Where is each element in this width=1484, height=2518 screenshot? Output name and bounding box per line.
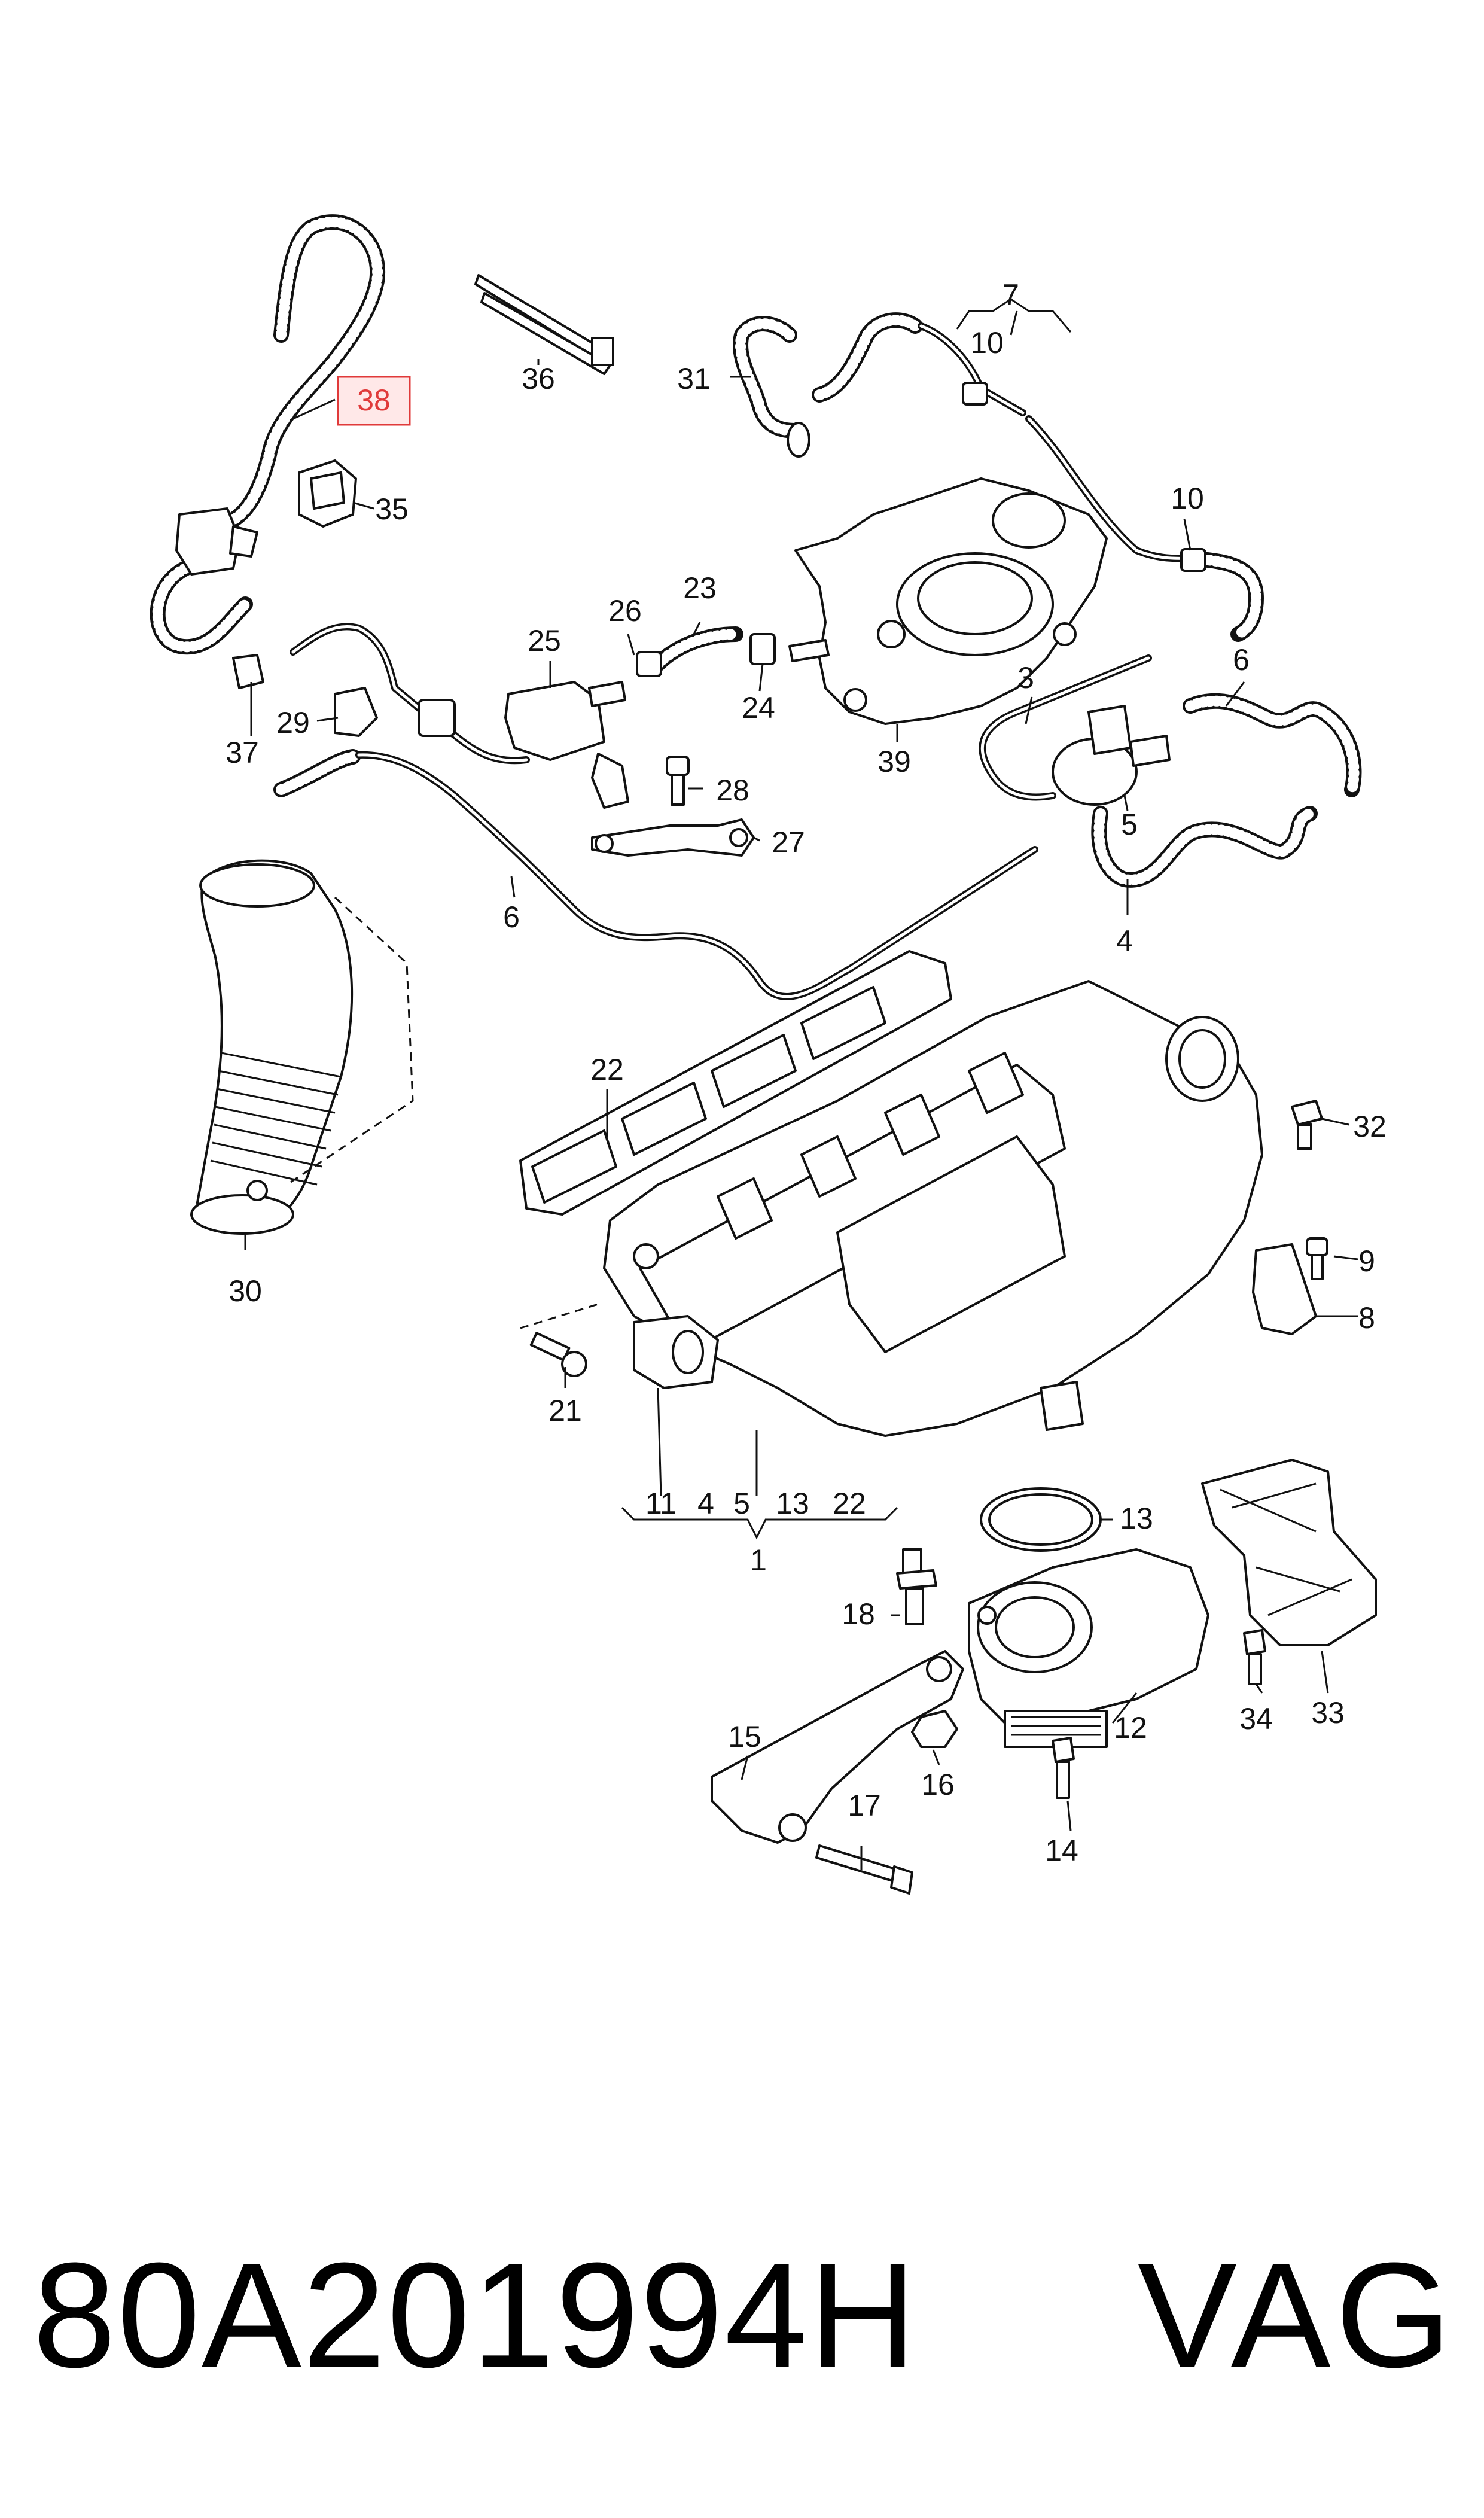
exploded-parts-diagram: 38 35 36 31 7 10 10 23 26 25 24 39 3 6 5… xyxy=(150,214,1387,1895)
callout-12: 12 xyxy=(1114,1711,1147,1744)
callout-10b: 10 xyxy=(1171,482,1204,515)
hose-38 xyxy=(150,214,386,655)
hose-6-right xyxy=(1091,693,1362,888)
callout-4: 4 xyxy=(1116,924,1133,958)
callout-36: 36 xyxy=(522,362,555,395)
valve-5 xyxy=(1052,705,1171,806)
bolt-34 xyxy=(1243,1629,1266,1685)
leader-lines xyxy=(244,298,1358,1870)
connector-38 xyxy=(175,507,258,576)
bracket-33 xyxy=(1201,1459,1377,1646)
dashed-leader-30 xyxy=(287,896,414,1186)
group-1-item-13: 13 xyxy=(776,1487,809,1520)
sensor-35 xyxy=(298,459,357,528)
callout-5: 5 xyxy=(1121,808,1138,841)
group-1-item-4: 4 xyxy=(697,1487,714,1520)
bracket-15 xyxy=(711,1650,964,1844)
callout-labels: 38 35 36 31 7 10 10 23 26 25 24 39 3 6 5… xyxy=(226,278,1387,1867)
group-1-item-11: 11 xyxy=(645,1487,677,1520)
callout-23: 23 xyxy=(683,571,717,605)
callout-29: 29 xyxy=(276,706,310,739)
cable-tie-36 xyxy=(474,274,614,375)
hose-upper-7 xyxy=(812,312,1264,642)
callout-38: 38 xyxy=(357,383,391,417)
callout-16: 16 xyxy=(921,1768,955,1801)
cover-39 xyxy=(794,477,1108,725)
callout-15: 15 xyxy=(728,1720,761,1753)
bolt-21 xyxy=(529,1332,587,1377)
callout-13: 13 xyxy=(1120,1502,1153,1535)
callout-31: 31 xyxy=(677,362,711,395)
callout-1: 1 xyxy=(750,1543,767,1577)
callout-24: 24 xyxy=(742,691,775,724)
part-number: 80A201994H xyxy=(33,2231,918,2398)
pipe-6-upper xyxy=(290,623,530,765)
callout-17: 17 xyxy=(848,1789,881,1822)
callout-14: 14 xyxy=(1045,1834,1078,1867)
callout-6a: 6 xyxy=(1233,643,1250,677)
nut-16 xyxy=(911,1710,958,1748)
brand-name: VAG xyxy=(1137,2231,1456,2398)
hose-23 xyxy=(636,626,830,677)
footer: 80A201994H VAG xyxy=(33,2237,1456,2393)
stud-18 xyxy=(896,1548,937,1625)
callout-3: 3 xyxy=(1017,661,1034,695)
hose-31 xyxy=(733,316,810,458)
callout-32: 32 xyxy=(1353,1110,1387,1143)
callout-10a: 10 xyxy=(970,326,1004,360)
sensor-11 xyxy=(633,1315,719,1389)
pipe-3 xyxy=(979,654,1152,801)
bracket-27 xyxy=(591,818,755,857)
o-ring-13 xyxy=(980,1487,1102,1552)
callout-21: 21 xyxy=(548,1394,582,1427)
callout-18: 18 xyxy=(842,1597,875,1631)
pipe-6 xyxy=(273,749,1038,1000)
bolt-14 xyxy=(1052,1737,1075,1799)
group-1-item-5: 5 xyxy=(733,1487,750,1520)
highlight-box-38 xyxy=(337,376,411,426)
callout-35: 35 xyxy=(375,492,409,526)
callout-28: 28 xyxy=(716,774,749,807)
valve-25 xyxy=(504,681,629,809)
callout-30: 30 xyxy=(228,1274,262,1308)
callout-6b: 6 xyxy=(503,900,520,934)
clip-37 xyxy=(232,654,264,689)
callout-34: 34 xyxy=(1239,1702,1273,1735)
callout-22: 22 xyxy=(590,1053,624,1086)
callout-37: 37 xyxy=(226,736,259,769)
bolt-28 xyxy=(666,756,690,806)
intake-hose-30 xyxy=(190,859,354,1235)
callout-39: 39 xyxy=(877,745,911,778)
gasket-22 xyxy=(519,950,952,1216)
sensor-8 xyxy=(1252,1243,1317,1335)
callout-27: 27 xyxy=(772,826,805,859)
intake-manifold-1 xyxy=(603,980,1263,1437)
throttle-body-12 xyxy=(968,1548,1209,1748)
dashed-leader-21 xyxy=(520,1303,599,1329)
callout-7: 7 xyxy=(1002,278,1019,312)
clamp-10 xyxy=(962,382,1206,572)
bolt-17 xyxy=(815,1844,913,1895)
bolt-9 xyxy=(1306,1237,1328,1280)
bolt-32 xyxy=(1291,1100,1323,1150)
callout-25: 25 xyxy=(528,624,561,657)
group-1-item-22: 22 xyxy=(833,1487,866,1520)
callout-33: 33 xyxy=(1311,1696,1345,1730)
connector-29 xyxy=(334,687,378,737)
callout-26: 26 xyxy=(608,594,642,628)
callout-9: 9 xyxy=(1358,1244,1375,1278)
callout-8: 8 xyxy=(1358,1301,1375,1335)
